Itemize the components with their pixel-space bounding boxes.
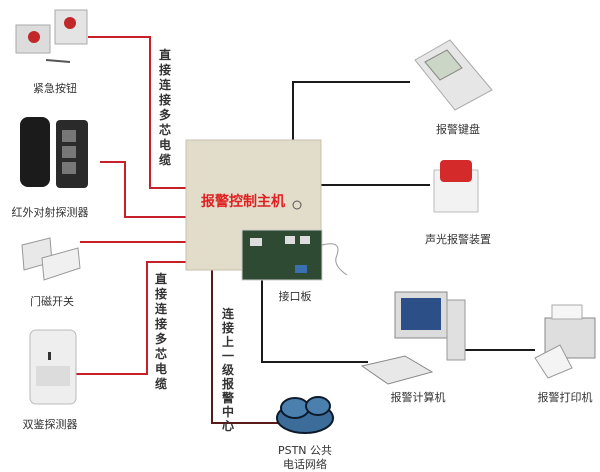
pstn-cloud-icon <box>276 396 334 434</box>
pstn-label-2: 电话网络 <box>283 458 327 471</box>
keypad-icon <box>414 39 493 111</box>
upstream-annotation: 连接上一级报警中心 <box>221 307 234 433</box>
keypad-label: 报警键盘 <box>436 123 480 136</box>
printer-label: 报警打印机 <box>537 391 593 404</box>
emergency-button-icon <box>15 9 88 63</box>
dual-detector-label: 双鉴探测器 <box>22 418 78 431</box>
printer-icon <box>534 304 596 379</box>
ir-detector-icon <box>20 117 88 188</box>
wire-dual-detector <box>75 261 186 375</box>
interface-board-icon <box>241 229 348 281</box>
computer-icon <box>360 291 466 385</box>
wire-ir-detector <box>100 161 186 218</box>
interface-board-label: 接口板 <box>278 290 312 303</box>
cable-annotation-top: 直接连接多芯电缆 <box>158 48 171 167</box>
computer-label: 报警计算机 <box>390 391 446 404</box>
control-host-label: 报警控制主机 <box>201 194 285 210</box>
ir-detector-label: 红外对射探测器 <box>11 206 89 219</box>
emergency-button-label: 紧急按钮 <box>33 82 77 95</box>
wire-pstn <box>211 270 283 424</box>
siren-label: 声光报警装置 <box>425 233 491 246</box>
wire-computer <box>261 280 368 363</box>
door-switch-label: 门磁开关 <box>30 295 74 308</box>
siren-icon <box>433 160 479 213</box>
wire-emergency-button <box>88 36 186 189</box>
door-switch-icon <box>21 237 81 281</box>
cable-annotation-bottom: 直接连接多芯电缆 <box>154 272 167 391</box>
pstn-label-1: PSTN 公共 <box>277 444 333 457</box>
wire-keypad <box>292 81 410 141</box>
dual-detector-icon <box>29 329 77 405</box>
